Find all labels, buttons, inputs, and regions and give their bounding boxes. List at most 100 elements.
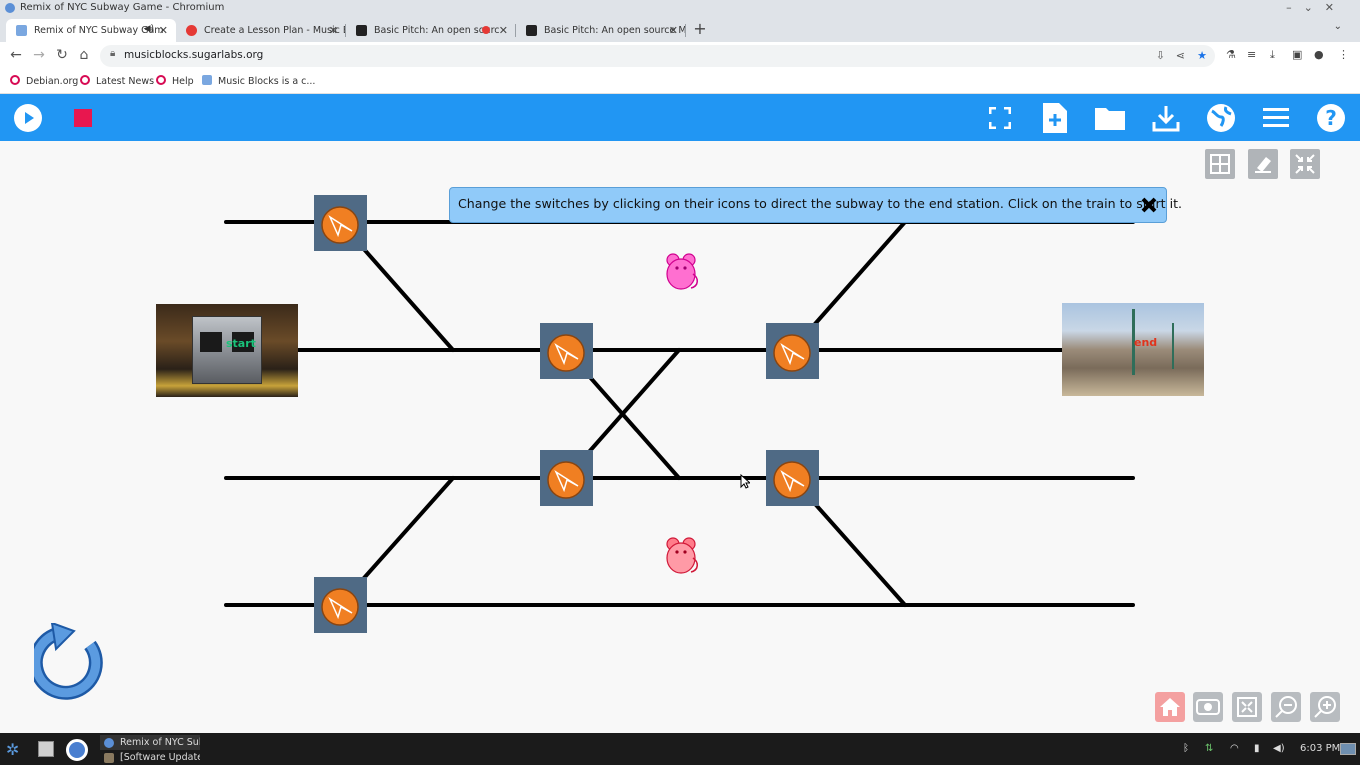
tab-lesson-plan[interactable]: Create a Lesson Plan - Music Bl ✕	[176, 19, 346, 42]
bookmark-latest-news[interactable]: Latest News	[80, 75, 154, 87]
help-button[interactable]: ?	[1314, 101, 1348, 135]
tab-search-chevron-down-icon[interactable]: ⌄	[1333, 21, 1342, 32]
start-station[interactable]: start	[156, 304, 298, 397]
play-button[interactable]	[11, 101, 45, 135]
home-view-button[interactable]	[1155, 692, 1185, 722]
subway-tracks	[224, 220, 1135, 607]
network-update-icon[interactable]: ⇅	[1205, 743, 1214, 754]
app-launcher-icon[interactable]: ✲	[6, 740, 20, 759]
volume-icon[interactable]: ◀)	[1273, 743, 1285, 754]
compass-switch-icon	[547, 334, 585, 372]
bookmark-debian[interactable]: Debian.org	[10, 75, 78, 87]
track-switch[interactable]	[766, 450, 819, 506]
music-blocks-favicon-icon	[16, 25, 27, 36]
grid-icon	[1210, 154, 1230, 174]
clear-button[interactable]	[1248, 149, 1278, 179]
zoom-out-button[interactable]	[1271, 692, 1301, 722]
address-bar[interactable]: 🔒︎ musicblocks.sugarlabs.org ⇩ ⋖ ★	[100, 45, 1215, 67]
fullscreen-button[interactable]	[983, 101, 1017, 135]
file-manager-icon[interactable]	[38, 741, 54, 757]
tab-remix-subway-game[interactable]: Remix of NYC Subway Gam ◀) ✕	[6, 19, 176, 42]
zoom-in-button[interactable]	[1310, 692, 1340, 722]
music-blocks-canvas[interactable]: start end Change the switches by clickin…	[0, 141, 1360, 733]
lock-icon: 🔒︎	[110, 48, 116, 59]
compass-switch-icon	[321, 206, 359, 244]
home-icon[interactable]: ⌂	[79, 47, 89, 63]
collapse-button[interactable]	[1290, 149, 1320, 179]
chromium-icon	[5, 3, 15, 13]
track-switch[interactable]	[766, 323, 819, 379]
reading-list-icon[interactable]: ≡	[1247, 48, 1257, 61]
address-row: ← → ↻ ⌂ 🔒︎ musicblocks.sugarlabs.org ⇩ ⋖…	[0, 42, 1360, 70]
reload-icon[interactable]: ↻	[56, 47, 68, 63]
open-project-button[interactable]	[1093, 101, 1127, 135]
chromium-taskbar-icon[interactable]	[66, 739, 88, 761]
tab-close-icon[interactable]: ✕	[158, 24, 168, 37]
tab-close-icon[interactable]: ✕	[498, 24, 508, 37]
window-controls[interactable]: –⌄✕	[1286, 1, 1346, 14]
track-switch[interactable]	[540, 450, 593, 506]
svg-text:?: ?	[1325, 106, 1337, 130]
platform-lamp-post	[1132, 309, 1135, 375]
show-blocks-button[interactable]	[1193, 692, 1223, 722]
bookmark-music-blocks[interactable]: Music Blocks is a c...	[202, 75, 315, 87]
kebab-menu-icon[interactable]: ⋮	[1338, 48, 1349, 61]
message-close-button[interactable]	[1138, 194, 1160, 216]
main-menu-button[interactable]	[1259, 101, 1293, 135]
train-window	[232, 332, 254, 352]
side-panel-icon[interactable]: ▣	[1292, 48, 1303, 61]
music-blocks-toolbar: ?	[0, 94, 1360, 141]
new-file-icon	[1043, 103, 1067, 133]
track-switch[interactable]	[314, 577, 367, 633]
bookmark-star-icon[interactable]: ★	[1197, 49, 1207, 62]
url-text: musicblocks.sugarlabs.org	[124, 49, 264, 61]
red-mouse-icon[interactable]	[662, 534, 702, 578]
tab-close-icon[interactable]: ✕	[668, 24, 678, 37]
start-label: start	[226, 337, 256, 350]
window-title: Remix of NYC Subway Game - Chromium	[20, 2, 225, 13]
end-label: end	[1134, 336, 1158, 349]
end-station: end	[1062, 303, 1204, 396]
bookmark-help[interactable]: Help	[156, 75, 194, 87]
new-project-button[interactable]	[1038, 101, 1072, 135]
track-switch[interactable]	[314, 195, 367, 251]
bluetooth-icon[interactable]: ᛒ	[1183, 743, 1189, 754]
window-title-bar: Remix of NYC Subway Game - Chromium –⌄✕	[0, 0, 1360, 17]
compass-switch-icon	[321, 588, 359, 626]
tab-basic-pitch-2[interactable]: Basic Pitch: An open source MI ✕	[516, 19, 686, 42]
clock[interactable]: 6:03 PM	[1300, 743, 1341, 754]
pink-mouse-icon[interactable]	[662, 250, 702, 294]
stop-button[interactable]	[66, 101, 100, 135]
hamburger-icon	[1263, 108, 1289, 127]
tab-basic-pitch-1[interactable]: Basic Pitch: An open sourc ✕	[346, 19, 516, 42]
download-icon	[1152, 106, 1180, 132]
mouse-cursor-icon	[740, 474, 750, 489]
language-button[interactable]	[1204, 101, 1238, 135]
forward-arrow-icon[interactable]: →	[33, 47, 45, 63]
grid-button[interactable]	[1205, 149, 1235, 179]
expand-blocks-button[interactable]	[1232, 692, 1262, 722]
install-app-icon[interactable]: ⇩	[1155, 49, 1165, 62]
share-icon[interactable]: ⋖	[1175, 49, 1185, 62]
labs-flask-icon[interactable]: ⚗	[1226, 48, 1236, 61]
compass-switch-icon	[547, 461, 585, 499]
home-icon	[1160, 698, 1180, 716]
restart-arrow-icon[interactable]	[34, 623, 110, 701]
wifi-icon[interactable]: ◠	[1230, 743, 1239, 754]
show-desktop-icon[interactable]	[1340, 743, 1356, 755]
collapse-icon	[1295, 154, 1315, 174]
new-tab-plus-icon[interactable]: +	[693, 19, 707, 38]
profile-avatar-icon[interactable]: ●	[1314, 48, 1324, 61]
tab-close-icon[interactable]: ✕	[328, 24, 338, 37]
battery-icon[interactable]: ▮	[1254, 743, 1260, 754]
downloads-icon[interactable]: ⤓	[1270, 48, 1275, 61]
tab-label: Basic Pitch: An open source MI	[544, 25, 686, 36]
message-text: Change the switches by clicking on their…	[458, 196, 1183, 211]
taskbar-task-updater[interactable]: [Software Updater]	[100, 750, 200, 765]
track-switch[interactable]	[540, 323, 593, 379]
speaker-icon: ◀)	[143, 24, 154, 34]
stop-icon	[74, 109, 92, 127]
back-arrow-icon[interactable]: ←	[10, 47, 22, 63]
taskbar-task-browser[interactable]: Remix of NYC Sub...	[100, 735, 200, 750]
save-project-button[interactable]	[1149, 101, 1183, 135]
